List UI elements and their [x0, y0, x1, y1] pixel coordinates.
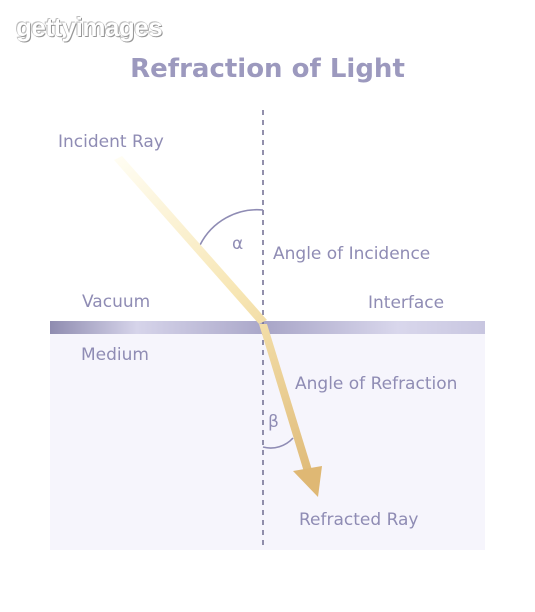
label-refracted-ray: Refracted Ray [299, 510, 419, 530]
label-angle-of-refraction: Angle of Refraction [295, 374, 458, 394]
angle-alpha-arc [199, 208, 264, 246]
label-vacuum: Vacuum [82, 292, 151, 312]
refracted-ray [259, 324, 312, 472]
label-medium: Medium [81, 345, 149, 365]
label-incident-ray: Incident Ray [58, 132, 164, 152]
label-angle-of-incidence: Angle of Incidence [273, 244, 431, 264]
angle-beta-arc [262, 437, 294, 449]
label-beta: β [268, 412, 279, 432]
refracted-ray-arrowhead [293, 466, 322, 497]
diagram-title: Refraction of Light [130, 54, 405, 84]
label-alpha: α [232, 234, 244, 254]
watermark-logo: gettyimages [16, 12, 163, 42]
label-interface: Interface [368, 293, 445, 313]
incident-ray [114, 156, 267, 324]
medium-region [50, 328, 485, 550]
